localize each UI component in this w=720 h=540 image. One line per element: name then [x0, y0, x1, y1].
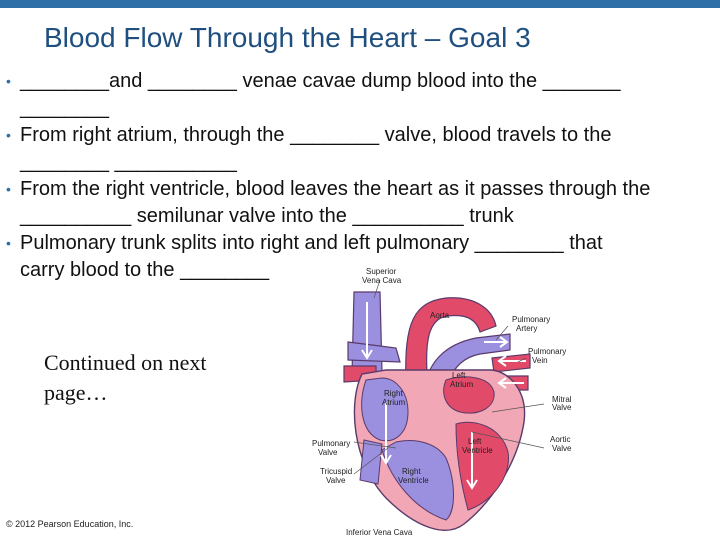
bullet-dot-icon: • [6, 73, 11, 89]
label-right-ventricle: Right [402, 467, 421, 476]
label-tricuspid-valve: Tricuspid [320, 467, 352, 476]
leader-lines [353, 279, 545, 475]
bullet-dot-icon: • [6, 127, 11, 143]
pulmonary-vein-shape [491, 353, 531, 373]
top-accent-bar [0, 0, 720, 8]
arrow-icon [499, 336, 509, 348]
bullet-text: From the right ventricle, blood leaves t… [20, 178, 651, 200]
aorta-shape [405, 297, 497, 387]
copyright-text: © 2012 Pearson Education, Inc. [6, 519, 134, 529]
bullet-text: ________ [20, 97, 109, 119]
label-aorta: Aorta [430, 311, 450, 320]
label-right-atrium: Atrium [382, 398, 405, 407]
bullet-text: Pulmonary trunk splits into right and le… [20, 232, 603, 254]
bullet-text: ________ ___________ [20, 151, 237, 173]
bullet-text: From right atrium, through the ________ … [20, 124, 612, 146]
label-superior-vena-cava: Vena Cava [362, 276, 402, 285]
label-pulmonary-artery: Artery [516, 324, 537, 333]
label-superior-vena-cava: Superior [366, 267, 397, 276]
slide-title: Blood Flow Through the Heart – Goal 3 [44, 22, 531, 53]
flow-arrows [361, 302, 526, 490]
continued-line: page… [44, 380, 108, 405]
bullet-list: • ________and ________ venae cavae dump … [6, 68, 718, 284]
label-left-ventricle: Ventricle [462, 446, 493, 455]
right-atrium-shape [361, 377, 409, 442]
bullet-item: • From right atrium, through the _______… [6, 122, 718, 176]
label-mitral-valve: Mitral [552, 395, 572, 404]
bullet-text: ________and ________ venae cavae dump bl… [20, 70, 621, 92]
bullet-item: • ________and ________ venae cavae dump … [6, 68, 718, 122]
label-aortic-valve: Aortic [550, 435, 570, 444]
bullet-dot-icon: • [6, 235, 11, 251]
bullet-text: __________ semilunar valve into the ____… [20, 205, 514, 227]
label-right-ventricle: Ventricle [398, 476, 429, 485]
label-mitral-valve: Valve [552, 403, 572, 412]
heart-diagram: Superior Vena Cava Aorta Pulmonary Arter… [312, 267, 572, 537]
label-pulmonary-artery: Pulmonary [512, 315, 550, 324]
right-ventricle-shape [381, 440, 454, 521]
label-pulmonary-vein: Pulmonary [528, 347, 566, 356]
arrow-icon [380, 454, 392, 465]
label-tricuspid-valve: Valve [326, 476, 346, 485]
label-left-atrium: Atrium [450, 380, 473, 389]
continued-note: Continued on next page… [44, 348, 207, 408]
label-pulmonary-valve: Valve [318, 448, 338, 457]
label-pulmonary-vein: Vein [532, 356, 548, 365]
left-atrium-shape [443, 376, 495, 414]
label-left-atrium: Left [452, 371, 466, 380]
arrow-icon [497, 377, 507, 389]
bullet-text: carry blood to the ________ [20, 259, 270, 281]
inferior-vena-cava-shape [359, 439, 383, 485]
label-pulmonary-valve: Pulmonary [312, 439, 350, 448]
label-right-atrium: Right [384, 389, 403, 398]
arrow-icon [466, 479, 478, 490]
arrow-icon [497, 355, 507, 367]
label-inferior-vena-cava: Inferior Vena Cava [346, 528, 413, 537]
bullet-item: • Pulmonary trunk splits into right and … [6, 230, 718, 284]
left-ventricle-shape [455, 421, 509, 511]
continued-line: Continued on next [44, 350, 207, 375]
pulmonary-artery-left-branch [347, 341, 401, 363]
arrow-icon [361, 349, 373, 360]
bullet-item: • From the right ventricle, blood leaves… [6, 176, 718, 230]
label-aortic-valve: Valve [552, 444, 572, 453]
bullet-dot-icon: • [6, 181, 11, 197]
label-left-ventricle: Left [468, 437, 482, 446]
